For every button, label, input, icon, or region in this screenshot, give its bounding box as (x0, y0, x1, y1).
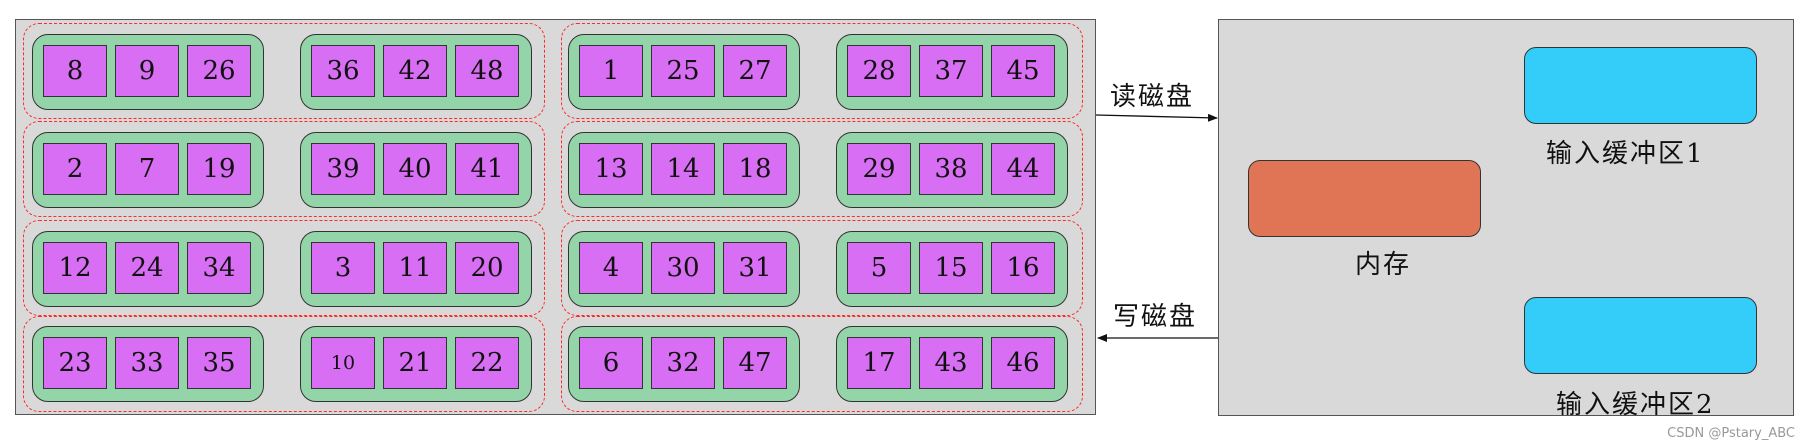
run-group-8 (561, 316, 1083, 412)
record-cell: 3 (311, 242, 375, 294)
record-cell: 46 (991, 337, 1055, 389)
record-cell: 17 (847, 337, 911, 389)
record-cell: 43 (919, 337, 983, 389)
record-cell: 13 (579, 143, 643, 195)
record-cell: 28 (847, 45, 911, 97)
record-cell: 40 (383, 143, 447, 195)
record-cell: 9 (115, 45, 179, 97)
record-cell: 8 (43, 45, 107, 97)
record-cell: 30 (651, 242, 715, 294)
read-disk-label: 读磁盘 (1110, 82, 1195, 112)
input-buffer-2-label: 输入缓冲区2 (1556, 390, 1715, 420)
memory-label: 内存 (1355, 250, 1412, 280)
record-cell: 22 (455, 337, 519, 389)
record-cell: 7 (115, 143, 179, 195)
record-cell: 31 (723, 242, 787, 294)
record-cell: 24 (115, 242, 179, 294)
record-cell: 32 (651, 337, 715, 389)
input-buffer-1-box (1524, 47, 1757, 124)
record-cell: 36 (311, 45, 375, 97)
memory-box (1248, 160, 1481, 237)
run-group-6 (561, 220, 1083, 316)
record-cell: 5 (847, 242, 911, 294)
record-cell: 12 (43, 242, 107, 294)
record-cell: 4 (579, 242, 643, 294)
write-disk-label: 写磁盘 (1113, 302, 1198, 332)
run-group-5 (23, 220, 545, 316)
record-cell: 44 (991, 143, 1055, 195)
record-cell: 20 (455, 242, 519, 294)
record-cell: 10 (311, 337, 375, 389)
record-cell: 6 (579, 337, 643, 389)
record-cell: 35 (187, 337, 251, 389)
record-cell: 21 (383, 337, 447, 389)
record-cell: 29 (847, 143, 911, 195)
record-cell: 34 (187, 242, 251, 294)
record-cell: 48 (455, 45, 519, 97)
run-group-7 (23, 316, 545, 412)
watermark: CSDN @Pstary_ABC (1667, 426, 1795, 441)
record-cell: 14 (651, 143, 715, 195)
run-group-1 (23, 23, 545, 119)
record-cell: 26 (187, 45, 251, 97)
record-cell: 45 (991, 45, 1055, 97)
record-cell: 2 (43, 143, 107, 195)
record-cell: 42 (383, 45, 447, 97)
record-cell: 38 (919, 143, 983, 195)
record-cell: 19 (187, 143, 251, 195)
record-cell: 11 (383, 242, 447, 294)
record-cell: 18 (723, 143, 787, 195)
input-buffer-1-label: 输入缓冲区1 (1546, 139, 1705, 169)
run-group-4 (561, 121, 1083, 217)
record-cell: 27 (723, 45, 787, 97)
run-group-3 (23, 121, 545, 217)
record-cell: 39 (311, 143, 375, 195)
read-disk-arrow (1095, 113, 1218, 122)
record-cell: 25 (651, 45, 715, 97)
record-cell: 47 (723, 337, 787, 389)
record-cell: 1 (579, 45, 643, 97)
record-cell: 16 (991, 242, 1055, 294)
record-cell: 37 (919, 45, 983, 97)
record-cell: 23 (43, 337, 107, 389)
record-cell: 15 (919, 242, 983, 294)
record-cell: 33 (115, 337, 179, 389)
input-buffer-2-box (1524, 297, 1757, 374)
run-group-2 (561, 23, 1083, 119)
record-cell: 41 (455, 143, 519, 195)
